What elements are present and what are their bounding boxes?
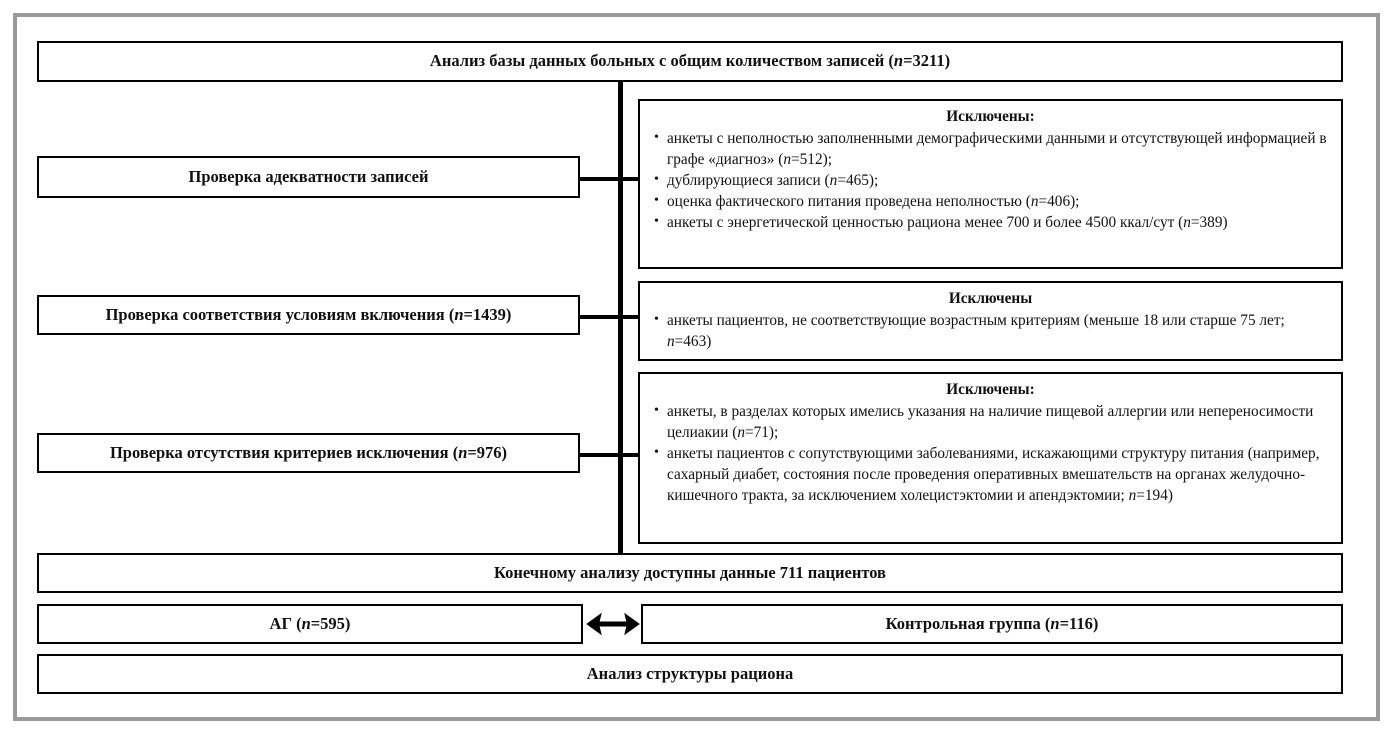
step-box-1-label: Проверка адекватности записей [188,166,429,186]
connector-step1-horizontal [578,177,638,181]
list-item: оценка фактического питания проведена не… [654,191,1327,213]
list-item: анкеты пациентов с сопутствующими заболе… [654,443,1327,507]
exclusion-box-3-list: анкеты, в разделах которых имелись указа… [654,401,1327,507]
list-item: дублирующиеся записи (n=465); [654,170,1327,192]
double-arrow-icon [585,608,641,640]
list-item: анкеты, в разделах которых имелись указа… [654,401,1327,444]
exclusion-box-2-list: анкеты пациентов, не соответствующие воз… [654,310,1327,353]
group-box-control-label: Контрольная группа (n=116) [885,613,1099,633]
analysis-box: Анализ структуры рациона [37,654,1343,694]
step-box-1: Проверка адекватности записей [37,156,580,198]
list-item: анкеты пациентов, не соответствующие воз… [654,310,1327,353]
group-box-hypertension-label: АГ (n=595) [269,613,351,633]
exclusion-box-3: Исключены: анкеты, в разделах которых им… [638,372,1343,544]
list-item: анкеты с неполностью заполненными демогр… [654,128,1327,171]
group-box-control: Контрольная группа (n=116) [641,604,1343,644]
title-box-label: Анализ базы данных больных с общим колич… [429,51,951,71]
exclusion-box-1-title: Исключены: [946,108,1035,125]
step-box-2: Проверка соответствия условиям включения… [37,295,580,335]
connector-step2-horizontal [578,315,638,319]
exclusion-box-1-list: анкеты с неполностью заполненными демогр… [654,128,1327,234]
exclusion-box-2: Исключены анкеты пациентов, не соответст… [638,281,1343,361]
list-item: анкеты с энергетической ценностью рацион… [654,212,1327,234]
title-box: Анализ базы данных больных с общим колич… [37,41,1343,82]
double-arrow-svg [586,612,640,636]
connector-trunk-vertical [618,82,623,558]
step-box-2-label: Проверка соответствия условиям включения… [105,304,512,324]
step-box-3: Проверка отсутствия критериев исключения… [37,433,580,473]
analysis-box-label: Анализ структуры рациона [586,663,794,683]
step-box-3-label: Проверка отсутствия критериев исключения… [109,442,508,462]
exclusion-box-2-title: Исключены [948,290,1033,307]
group-box-hypertension: АГ (n=595) [37,604,583,644]
connector-step3-horizontal [578,453,638,457]
exclusion-box-1: Исключены: анкеты с неполностью заполнен… [638,99,1343,269]
final-box: Конечному анализу доступны данные 711 па… [37,553,1343,593]
exclusion-box-3-title: Исключены: [946,381,1035,398]
final-box-label: Конечному анализу доступны данные 711 па… [494,562,886,582]
